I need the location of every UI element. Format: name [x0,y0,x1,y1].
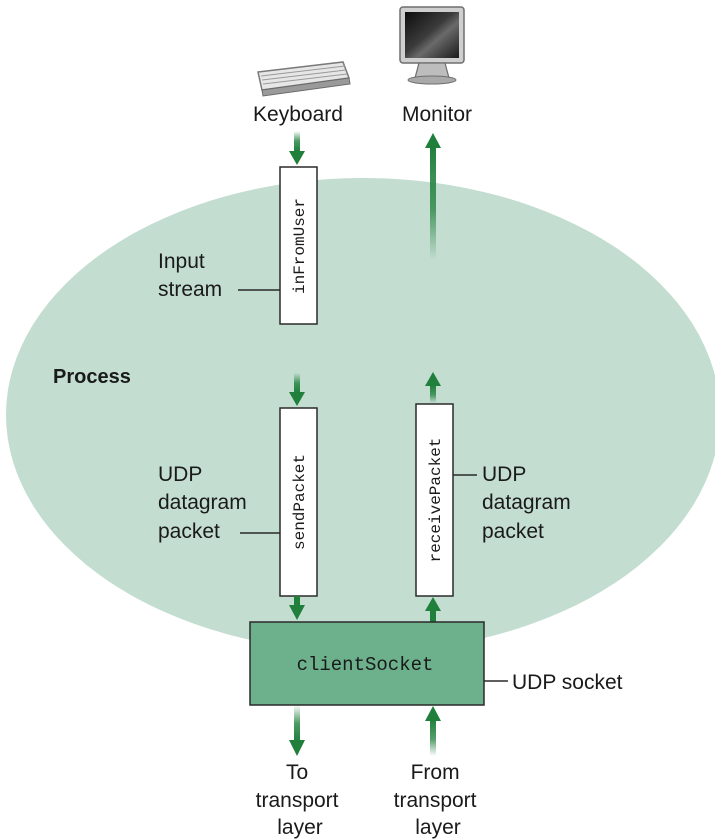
to-transport-caption-line-2: transport [256,789,339,812]
send-packet-label: sendPacket [291,454,309,550]
input-stream-caption: Input stream [158,250,222,301]
receive-packet-box: receivePacket [415,403,454,597]
keyboard-input-arrow [289,131,305,165]
receive-packet-caption: UDP datagram packet [482,463,577,543]
to-transport-caption: To transport layer [256,761,345,839]
send-packet-caption-line-1: UDP [158,463,202,486]
to-transport-caption-line-1: To [286,761,308,784]
keyboard-label: Keyboard [253,103,343,126]
to-transport-arrow [289,705,305,756]
to-transport-caption-line-3: layer [277,816,323,839]
input-stream-caption-line-1: Input [158,250,205,273]
send-packet-caption-line-3: packet [158,520,220,543]
receive-packet-label: receivePacket [427,438,445,563]
from-transport-caption-line-2: transport [394,789,477,812]
send-packet-caption-line-2: datagram [158,491,247,514]
client-socket-box: clientSocket [249,621,485,706]
monitor-icon [399,6,465,85]
monitor-output-arrow [425,133,441,260]
in-from-user-label: inFromUser [291,198,309,294]
receive-packet-output-arrow [425,372,441,403]
from-transport-caption: From transport layer [394,761,483,839]
send-to-socket-arrow [289,596,305,620]
udp-socket-caption: UDP socket [512,671,623,694]
in-from-user-stream: inFromUser [279,166,318,325]
receive-packet-caption-line-2: datagram [482,491,571,514]
from-transport-caption-line-1: From [411,761,460,784]
send-packet-input-arrow [289,373,305,406]
send-packet-caption: UDP datagram packet [158,463,253,543]
monitor-label: Monitor [402,103,472,126]
input-stream-caption-line-2: stream [158,278,222,301]
from-transport-arrow [425,706,441,756]
receive-packet-caption-line-3: packet [482,520,544,543]
receive-packet-caption-line-1: UDP [482,463,526,486]
socket-to-receive-arrow [425,597,441,623]
client-socket-label: clientSocket [297,654,434,676]
from-transport-caption-line-3: layer [415,816,461,839]
send-packet-box: sendPacket [279,407,318,597]
process-ellipse [6,178,715,652]
process-label: Process [53,366,131,388]
keyboard-icon [257,61,351,97]
